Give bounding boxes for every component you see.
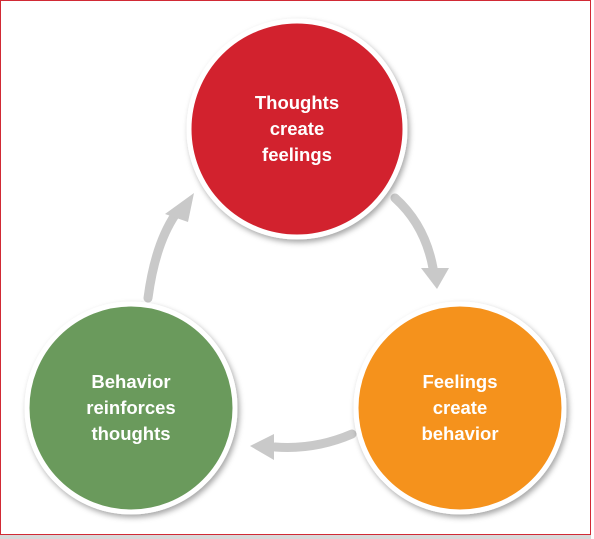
arrowhead-feelings bbox=[421, 268, 449, 289]
arrow-behavior-to-thoughts bbox=[143, 210, 180, 303]
arrowhead-thoughts bbox=[165, 193, 194, 222]
node-feelings-circle bbox=[353, 301, 567, 515]
node-thoughts-label: Thoughts create feelings bbox=[254, 92, 340, 165]
frame-shadow bbox=[0, 535, 591, 539]
arrow-thoughts-to-feelings bbox=[390, 193, 438, 273]
node-behavior-label: Behavior reinforces thoughts bbox=[86, 371, 176, 444]
arrow-feelings-to-behavior bbox=[270, 429, 357, 452]
arrowhead-behavior bbox=[250, 434, 274, 460]
node-behavior-circle bbox=[24, 301, 238, 515]
node-thoughts-circle bbox=[186, 18, 408, 240]
node-feelings-label: Feelings create behavior bbox=[421, 371, 499, 444]
